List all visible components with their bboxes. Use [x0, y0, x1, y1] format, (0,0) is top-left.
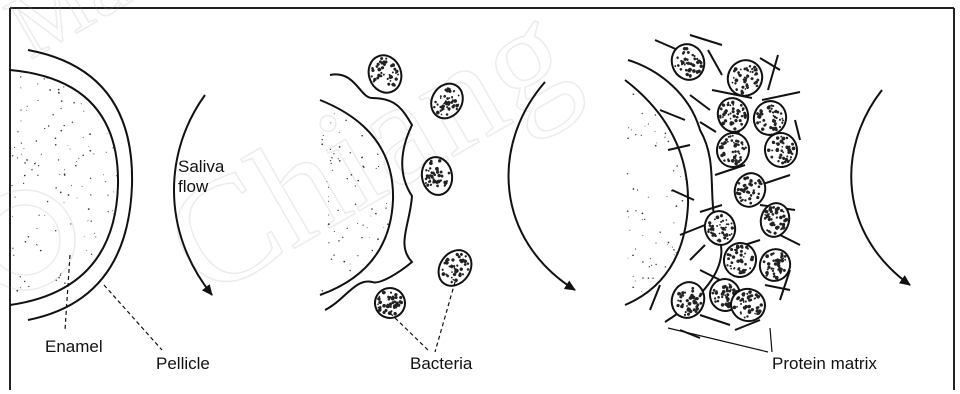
bacterium-cell — [721, 240, 758, 279]
bacterium-cell — [722, 55, 768, 102]
pellicle-label: Pellicle — [156, 354, 210, 373]
bacterium-cell — [371, 284, 409, 322]
enamel-surface-1 — [10, 70, 118, 305]
protein-matrix-leader-line — [668, 328, 768, 352]
protein-matrix-label: Protein matrix — [772, 354, 877, 373]
protein-strand — [762, 92, 800, 100]
saliva-flow-label-2: flow — [178, 177, 209, 196]
protein-strand — [780, 235, 800, 245]
enamel-stipple — [627, 80, 688, 302]
bacterium-cell — [667, 40, 709, 85]
protein-strand — [690, 35, 722, 45]
enamel-stipple — [11, 71, 118, 300]
protein-strand — [795, 120, 800, 140]
bacterium-cell — [701, 208, 739, 249]
protein-strand — [700, 315, 730, 325]
bacteria-leader-line-2 — [435, 282, 455, 352]
protein-strand — [708, 50, 722, 75]
protein-strand — [680, 225, 705, 235]
bacteria-leader-line — [390, 313, 430, 352]
protein-strand — [765, 285, 790, 290]
bacterium-cell — [714, 130, 751, 169]
svg-text:Mai: Mai — [0, 0, 166, 77]
saliva-flow-arrow-3 — [851, 90, 910, 285]
protein-matrix-leader-line-2 — [770, 328, 772, 352]
protein-strand — [690, 95, 710, 110]
pellicle-leader-line — [104, 285, 162, 350]
watermark-logo: Chiang Mai — [0, 0, 597, 329]
enamel-label: Enamel — [45, 337, 103, 356]
protein-strand — [672, 190, 694, 200]
bacterium-cell — [432, 244, 478, 292]
protein-strand — [655, 40, 678, 50]
bacterium-cell — [762, 130, 799, 169]
protein-strand — [700, 122, 716, 132]
bacterium-cell — [714, 95, 752, 136]
bacteria-label: Bacteria — [410, 354, 473, 373]
protein-strand — [690, 245, 705, 260]
protein-strand — [768, 55, 778, 90]
panel-3-protein-matrix: Protein matrix — [625, 35, 910, 373]
saliva-flow-label: Saliva — [178, 157, 225, 176]
bacterium-cell — [755, 245, 794, 285]
pellicle-layer — [28, 50, 132, 320]
